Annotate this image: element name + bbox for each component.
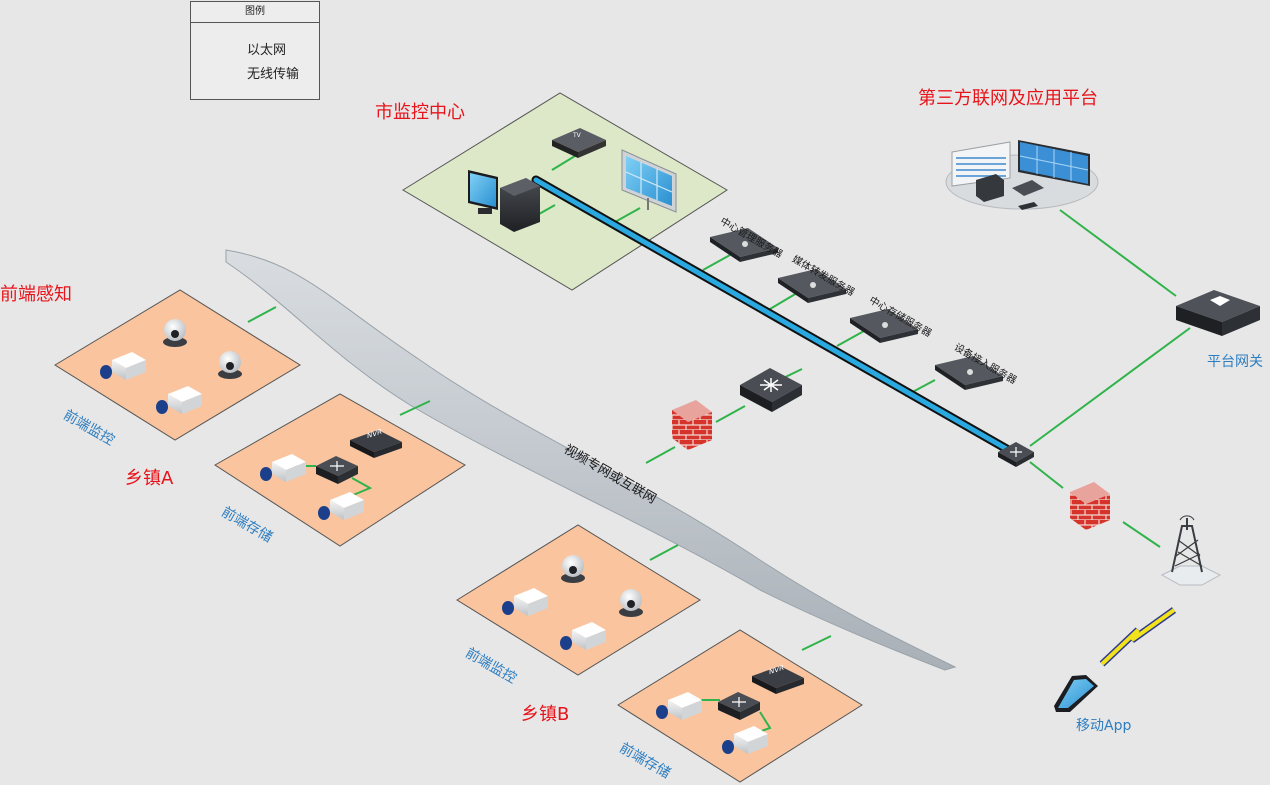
tv-label: TV [573,132,581,139]
switch-icon [718,692,760,720]
switch-icon [316,456,358,484]
server-icons [710,228,1003,390]
dome-camera-icon [218,351,242,379]
firewall-icon-center [672,400,712,450]
wireless-bolt [1099,607,1177,667]
box-camera-icon [656,692,702,720]
firewall-icon-mobile [1070,482,1110,530]
box-camera-icon [560,622,606,650]
mobile-app-label: 移动App [1076,718,1132,734]
box-camera-icon [502,588,548,616]
mobile-phone-icon [1054,675,1098,712]
zone-front-monitor-a [54,289,301,441]
dome-camera-icon [163,319,187,347]
legend-label-wireless: 无线传输 [247,67,300,82]
network-ribbon [225,249,957,671]
box-camera-icon [100,352,146,380]
video-wall-icon [621,149,677,213]
front-monitor-b-devices [502,555,643,650]
platform-gateway-label: 平台网关 [1207,354,1263,370]
legend-item-wireless: 无线传输 [191,60,319,82]
third-party-platform-icon [945,140,1099,210]
access-switch-icon [998,442,1034,467]
front-storage-a-devices [260,430,402,520]
box-camera-icon [260,454,306,482]
decoder-box-icon [552,128,606,158]
cell-tower-icon [1160,515,1222,586]
dome-camera-icon [561,555,585,583]
nvr-icon [752,666,804,694]
city-center-label: 市监控中心 [375,102,465,123]
platform-gateway-icon [1176,290,1260,336]
legend-title: 图例 [191,2,319,23]
zone-front-monitor-b [456,524,701,676]
legend: 图例 以太网 无线传输 [190,1,320,100]
dome-camera-icon [619,589,643,617]
legend-label-ethernet: 以太网 [247,43,287,58]
front-storage-b-devices [656,666,804,754]
town-a-label: 乡镇A [125,468,174,489]
front-sensing-label: 前端感知 [0,284,72,305]
core-switch-icon [740,368,802,412]
box-camera-icon [318,492,364,520]
town-b-label: 乡镇B [521,704,570,725]
nvr-icon [350,430,402,458]
box-camera-icon [156,386,202,414]
box-camera-icon [722,726,768,754]
third-party-label: 第三方联网及应用平台 [918,88,1098,109]
front-monitor-a-devices [100,319,242,414]
legend-item-ethernet: 以太网 [191,36,319,58]
workstation-icon [468,170,540,232]
